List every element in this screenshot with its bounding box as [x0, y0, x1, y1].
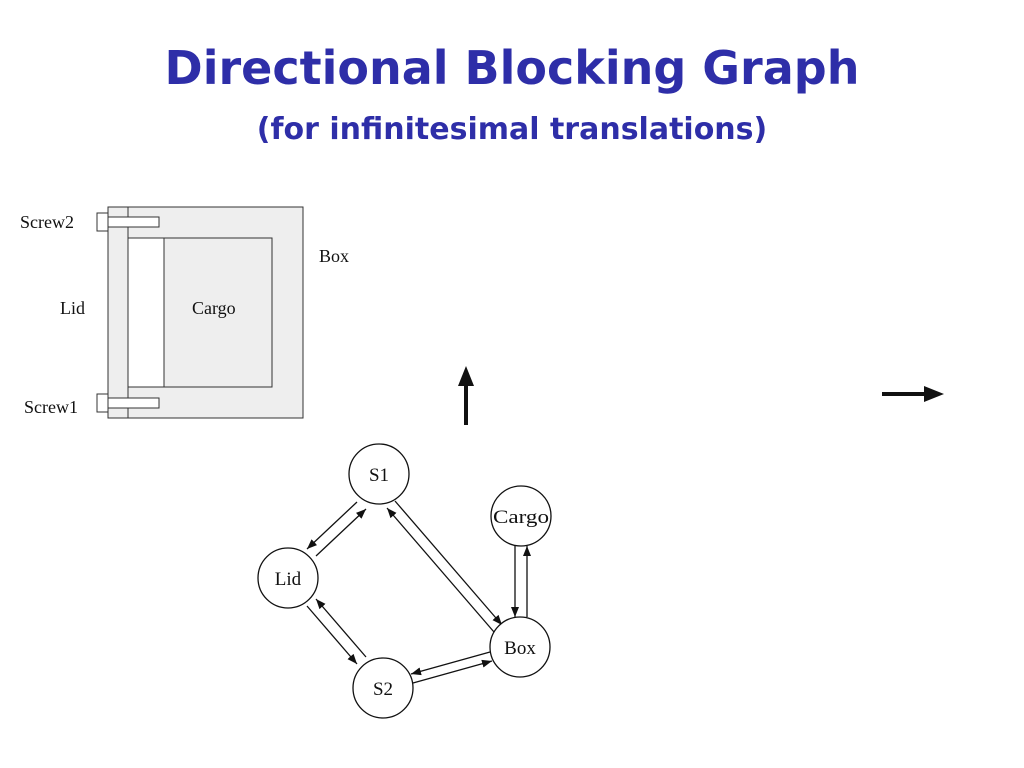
- graph-nodes: S1 Lid Cargo Box S2: [257, 443, 552, 719]
- node-s2: S2: [352, 657, 414, 719]
- node-lid: Lid: [257, 547, 319, 609]
- node-lid-label: Lid: [275, 569, 302, 590]
- node-box: Box: [489, 616, 551, 678]
- slide-title: Directional Blocking Graph: [164, 41, 860, 95]
- box-label: Box: [319, 246, 349, 266]
- screw1-shaft: [107, 397, 160, 409]
- edge-s2-lid: [315, 598, 367, 658]
- node-s1: S1: [348, 443, 410, 505]
- screw1-head: [96, 393, 109, 413]
- node-box-label: Box: [504, 638, 536, 659]
- edge-box-s1: [386, 507, 495, 633]
- blocking-graph: S1 Lid Cargo Box S2: [257, 443, 552, 719]
- edge-s1-box: [394, 500, 503, 626]
- up-arrow-icon: [458, 366, 474, 425]
- node-cargo-label: Cargo: [493, 507, 549, 528]
- lid-shape: [107, 206, 129, 419]
- edge-lid-s1: [315, 508, 367, 557]
- node-s1-label: S1: [369, 465, 389, 486]
- right-arrow-icon: [882, 386, 944, 402]
- screw1-label: Screw1: [24, 397, 78, 417]
- assembly-drawing: Screw2 Box Lid Cargo Screw1: [20, 206, 349, 419]
- edge-s1-lid: [306, 501, 358, 550]
- edge-s2-box: [412, 659, 493, 684]
- edge-lid-s2: [306, 605, 358, 665]
- screw2-shaft: [107, 216, 160, 228]
- screw2-head: [96, 212, 109, 232]
- graph-edges: [306, 500, 531, 684]
- cargo-shape: [163, 237, 273, 388]
- cargo-label: Cargo: [192, 298, 236, 318]
- node-s2-label: S2: [373, 679, 393, 700]
- slide-subtitle: (for infinitesimal translations): [256, 112, 768, 147]
- screw2-label: Screw2: [20, 212, 74, 232]
- node-cargo: Cargo: [490, 485, 552, 547]
- lid-label: Lid: [60, 298, 85, 318]
- lid-channel: [127, 237, 165, 388]
- edge-box-s2: [410, 651, 491, 676]
